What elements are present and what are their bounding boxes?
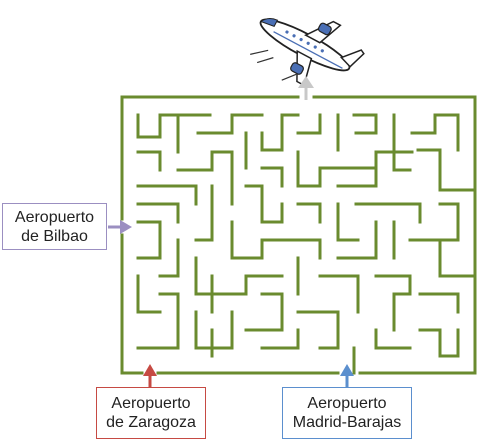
zaragoza-airport-label: Aeropuerto de Zaragoza: [96, 387, 206, 439]
madrid-arrow: [340, 364, 354, 388]
zaragoza-arrow: [143, 364, 157, 388]
maze: [120, 95, 477, 375]
madrid-airport-label: Aeropuerto Madrid-Barajas: [282, 387, 412, 439]
bilbao-airport-label: Aeropuerto de Bilbao: [2, 203, 107, 250]
zaragoza-label-line1: Aeropuerto: [111, 395, 191, 412]
zaragoza-label-line2: de Zaragoza: [106, 414, 196, 431]
madrid-label-line2: Madrid-Barajas: [292, 414, 402, 431]
exit-arrow: [298, 76, 314, 100]
madrid-label-line1: Aeropuerto: [307, 395, 387, 412]
bilbao-arrow: [108, 220, 132, 234]
bilbao-label-line2: de Bilbao: [21, 227, 88, 245]
airplane-icon: [250, 18, 365, 87]
bilbao-label-line1: Aeropuerto: [14, 208, 95, 226]
